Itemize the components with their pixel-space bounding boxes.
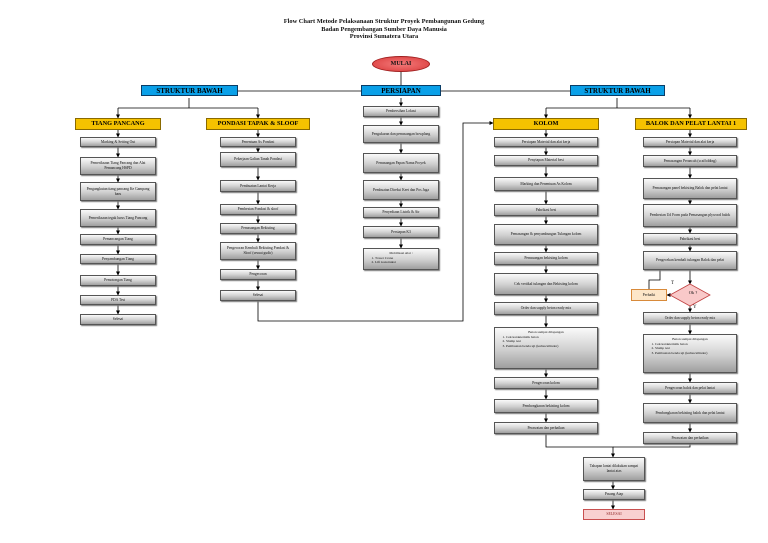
note-item: Cek karakteristik beton [506,335,593,340]
flow-step-box: Pasang Atap [583,489,645,500]
flow-step-box: Pengecoran kolom [494,377,598,389]
flow-step-box: Pemancangan Tiang [80,234,156,245]
flow-step-box: Persiapan Material dan alat kerja [643,137,737,147]
header-struktur-bawah-left: STRUKTUR BAWAH [141,85,238,96]
flow-step-box: Pengecekan kembali tulangan Balok dan pe… [643,251,737,270]
flow-step-box: Marking dan Penentuan As Kolom [494,177,598,191]
flow-step-box: Pembuatan Direksi Keet dan Pos Jaga [363,180,439,200]
flow-step-box: Pengukuran dan pemasangan bowplang [363,125,439,143]
flow-step-box: Pemeriksaan Tiang Pancang dan Alat Peman… [80,157,156,175]
note-item: Pembuatan benda uji (kubus/silinder) [506,344,593,349]
beton-sampai-note: Beton sampai dilapangan Cek karakteristi… [494,327,598,369]
flow-step-box: Pembersihan Lokasi [363,106,439,117]
header-pondasi-tapak-sloof: PONDASI TAPAK & SLOOF [206,118,310,130]
decision-t-label: T [671,281,675,286]
note-title: Beton sampai dilapangan [672,337,708,341]
chart-title-line1: Flow Chart Metode Pelaksanaan Struktur P… [283,18,485,25]
decision-label: Ok ? [688,290,698,295]
flow-step-box: Penyambungan Tiang [80,254,156,264]
flow-step-box: Persiapan Material dan alat kerja [494,137,598,147]
flow-step-box: Persiapan K3 [363,226,439,238]
header-balok-pelat: BALOK DAN PELAT LANTAI 1 [635,118,747,130]
perbaiki-box: Perbaiki [631,289,667,301]
note-item: Slump test [506,339,593,344]
flow-step-box: Pemasangan Bekisting [220,223,296,234]
flow-step-box: Penyiapan Material besi [494,155,598,166]
flow-step-box: Perawatan dan perbaikan [494,422,598,434]
beton-sampai-note: Beton sampai dilapangan Cek karakteristi… [643,334,737,373]
flow-step-box: Selesai [80,314,156,325]
flow-step-box: Pengecoran Kembali Bekisting Pondasi & S… [220,242,296,260]
header-struktur-bawah-right: STRUKTUR BAWAH [570,85,665,96]
mobilisasi-alat-note: Mobilisasi Alat : Tower Crane Lift konst… [363,248,439,270]
note-title: Mobilisasi Alat : [389,251,413,255]
flow-step-box: Order dan supply beton ready mix [643,312,737,324]
flow-step-box: Pemasangan Papan Nama Proyek [363,153,439,173]
chart-title-line3: Provinsi Sumatera Utara [349,33,419,40]
flow-step-box: Pembuatan Lantai Kerja [220,180,296,192]
flow-step-box: Pembongkaran bekisting kolom [494,399,598,413]
note-item: Slump test [655,346,732,351]
header-tiang-pancang: TIANG PANCANG [75,118,161,130]
flow-step-box: Selesai [220,290,296,301]
start-node: MULAI [372,56,430,72]
chart-title-line2: Badan Pengembangan Sumber Daya Manusia [321,25,447,33]
decision-y-label: Y [693,305,697,310]
flow-step-box: Cek vertikal tulangan dan Bekisting kolo… [494,273,598,295]
note-item: Pembuatan benda uji (kubus/silinder) [655,351,732,356]
flow-step-box: Pemeriksaan tegak lurus Tiang Pancang [80,209,156,227]
flow-step-box: Tahapan lantai dilakukan sampai lantai a… [583,457,645,481]
note-item: Tower Crane [375,256,434,261]
flow-step-box: Pemasangan Perancah (scaffolding) [643,155,737,167]
flow-step-box: Pengecoran [220,269,296,280]
flow-step-box: Penentuan As Pondasi [220,137,296,147]
flow-step-box: Pengangkutan tiang pancang Ke Gampang ba… [80,182,156,201]
note-title: Beton sampai dilapangan [528,330,564,334]
flow-step-box: Pembongkaran bekisting balok dan pelat l… [643,403,737,423]
flow-step-box: Perawatan dan perbaikan [643,432,737,444]
header-kolom: KOLOM [493,118,599,130]
note-item: Lift konstruksi [375,260,434,265]
flow-step-box: Pemasangan & penyambungan Tulangan kolom [494,224,598,245]
flow-step-box: Pengecoran balok dan pelat lantai [643,382,737,394]
flow-step-box: Pembesian Pondasi & sloof [220,204,296,215]
decision-diamond [669,283,711,307]
end-node: SELESAI [583,509,645,520]
flow-step-box: PDA Test [80,295,156,305]
flow-step-box: Pekerjaan Galian Tanah Pondasi [220,152,296,167]
header-persiapan: PERSIAPAN [361,85,441,96]
note-item: Cek karakteristik beton [655,342,732,347]
flow-step-box: Order dan supply beton ready mix [494,302,598,315]
flow-step-box: Pabrikasi besi [643,233,737,245]
flow-step-box: Marking & Setting Out [80,137,156,147]
flow-step-box: Pemasangan panel bekisting Balok dan pel… [643,178,737,199]
flow-step-box: Pemotongan Tiang [80,275,156,286]
flow-step-box: Penyediaan Listrik & Air [363,207,439,218]
flow-step-box: Pemasangan bekisting kolom [494,252,598,265]
flow-step-box: Pembesian Ud Form pada Pemasangan plywoo… [643,204,737,227]
flow-step-box: Pabrikasi besi [494,204,598,216]
